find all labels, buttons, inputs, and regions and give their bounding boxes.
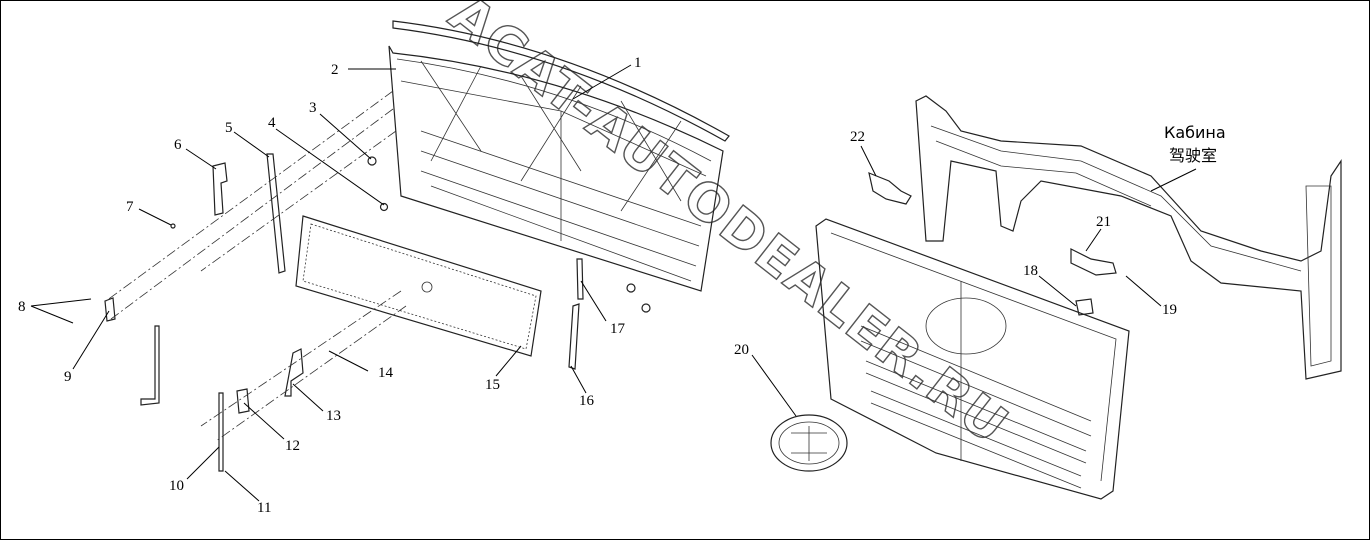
part-4-clip [379, 202, 389, 212]
callout-7: 7 [126, 199, 134, 215]
callout-4: 4 [268, 115, 276, 131]
callout-3: 3 [309, 100, 317, 116]
nut-b [641, 303, 651, 313]
callout-17: 17 [610, 321, 626, 337]
part-7-screw [170, 223, 176, 229]
leader-lines [30, 64, 1197, 502]
callout-21: 21 [1096, 214, 1111, 230]
part-17-strip [576, 258, 584, 300]
callout-6: 6 [174, 137, 182, 153]
callout-2: 2 [331, 62, 339, 78]
callout-18: 18 [1023, 263, 1038, 279]
part-18-clip [1075, 298, 1094, 316]
callout-13: 13 [326, 408, 341, 424]
callout-11: 11 [257, 500, 271, 516]
cabin-frame [915, 95, 1342, 380]
part-12-bracket [236, 388, 250, 414]
part-22-bracket [868, 172, 912, 205]
callout-14: 14 [378, 365, 394, 381]
alignment-lines [105, 90, 407, 442]
callout-9: 9 [64, 369, 72, 385]
nut-a [626, 283, 636, 293]
callout-1: 1 [634, 55, 642, 71]
part-13-bracket [284, 348, 304, 397]
callout-19: 19 [1162, 302, 1177, 318]
cabin-label-cn: 驾驶室 [1169, 146, 1217, 165]
callout-5: 5 [225, 120, 233, 136]
part-3-nut [367, 156, 377, 166]
part-20-emblem [770, 414, 848, 472]
part-6-bracket [212, 162, 228, 216]
cabin-label-ru: Кабина [1164, 123, 1226, 142]
callout-15: 15 [485, 377, 500, 393]
part-21-bracket [1070, 248, 1117, 276]
part-2-inner-panel [388, 45, 724, 292]
callout-12: 12 [285, 438, 300, 454]
outer-grille [815, 218, 1130, 500]
hanger-rod [140, 325, 160, 406]
callout-8: 8 [18, 299, 26, 315]
callout-22: 22 [850, 129, 865, 145]
part-15-mesh-grille [295, 215, 542, 357]
part-9-bracket [104, 297, 116, 322]
callout-16: 16 [579, 393, 595, 409]
part-10-rod [218, 392, 224, 472]
callout-20: 20 [734, 342, 749, 358]
part-5-seal-strip [266, 153, 286, 274]
callout-10: 10 [169, 478, 184, 494]
part-1-trim-strip [392, 20, 730, 142]
part-16-strip [568, 303, 580, 370]
